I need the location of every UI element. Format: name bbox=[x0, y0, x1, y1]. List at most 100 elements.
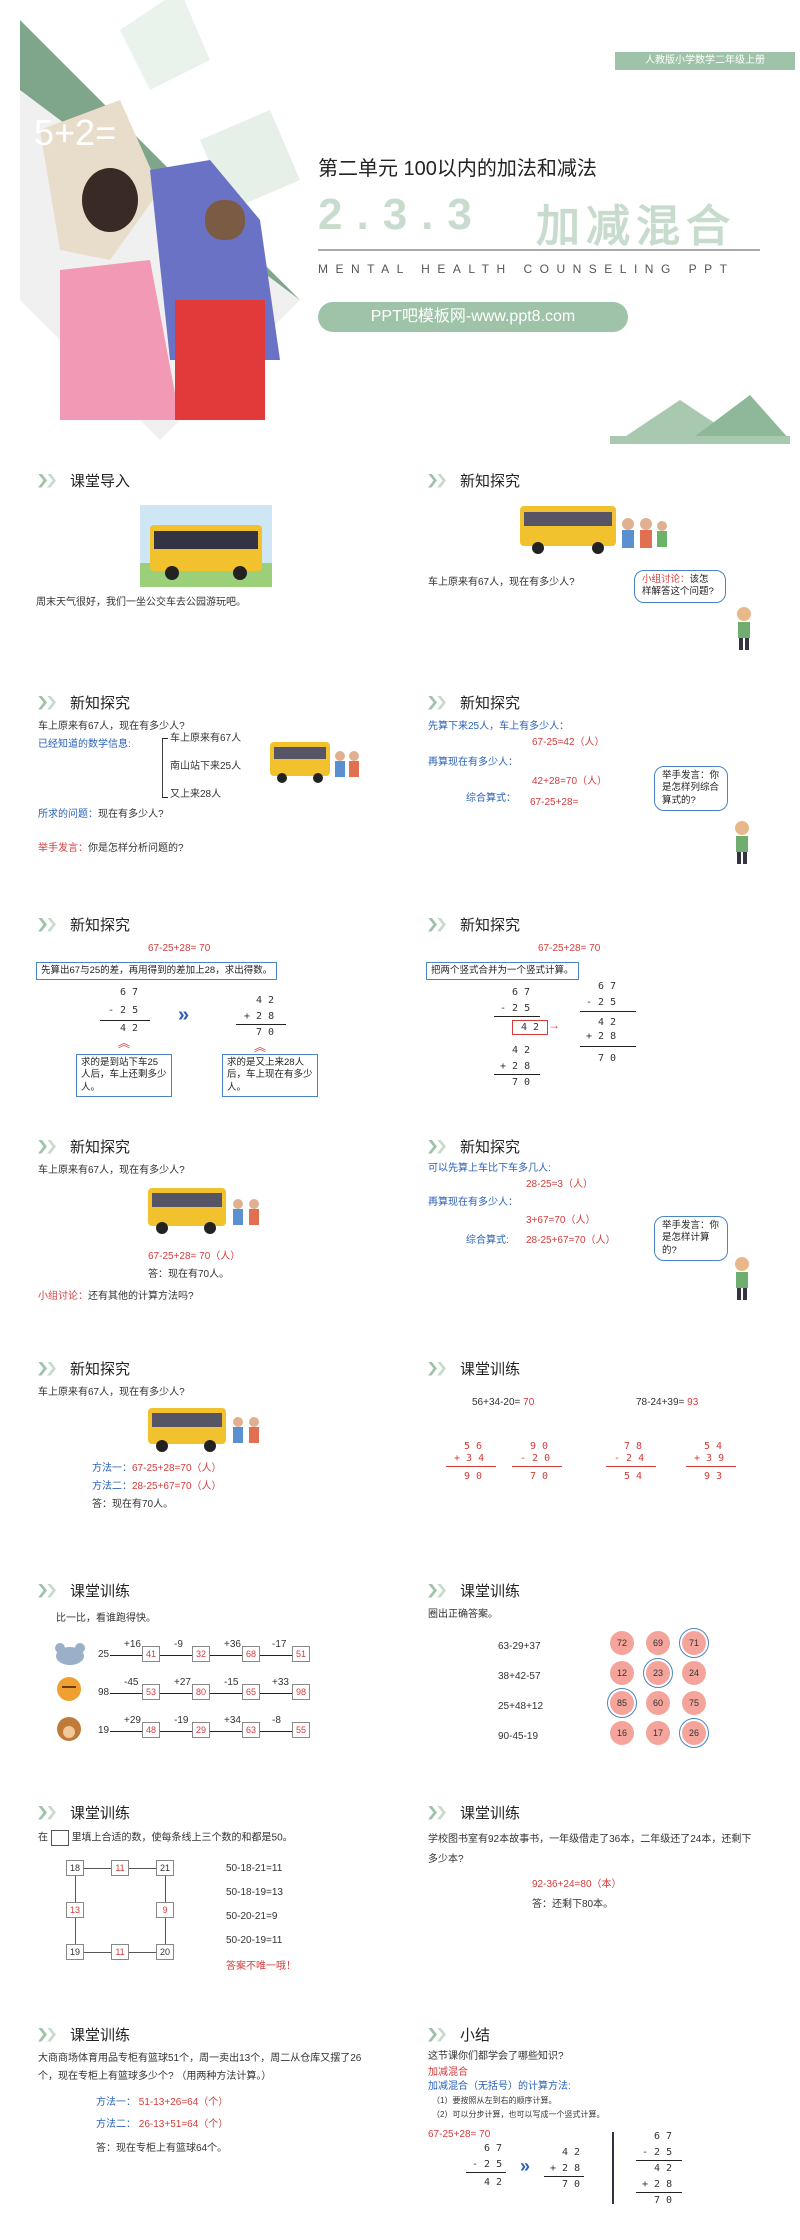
s16-equation: 67-25+28= 70 bbox=[428, 2129, 491, 2140]
s11-value[interactable]: 63 bbox=[242, 1722, 260, 1738]
s7-discussion: 小组讨论：还有其他的计算方法吗? bbox=[38, 1291, 194, 1302]
s6-l3b: 4 2 bbox=[512, 1045, 531, 1056]
s12-answer-ring bbox=[643, 1658, 673, 1688]
s16-b: + 2 8 bbox=[550, 2163, 581, 2174]
s11-value[interactable]: 80 bbox=[192, 1684, 210, 1700]
s11-op: -19 bbox=[174, 1715, 189, 1726]
s12-option[interactable]: 12 bbox=[610, 1661, 634, 1685]
s12-option[interactable]: 60 bbox=[646, 1691, 670, 1715]
site-pill[interactable]: PPT吧模板网-www.ppt8.com bbox=[318, 302, 628, 332]
s11-track bbox=[110, 1731, 310, 1732]
s12-answer-ring bbox=[679, 1718, 709, 1748]
s11-value[interactable]: 41 bbox=[142, 1646, 160, 1662]
s6-r2: - 2 5 bbox=[586, 997, 617, 1008]
arrow-icon: → bbox=[548, 1018, 560, 1032]
s5-a1: 6 7 bbox=[120, 987, 139, 998]
s11-value[interactable]: 48 bbox=[142, 1722, 160, 1738]
s10-v1-c: 9 0 bbox=[464, 1471, 483, 1482]
s11-value[interactable]: 98 bbox=[292, 1684, 310, 1700]
s10-problem-2: 78-24+39= 93 bbox=[636, 1397, 699, 1408]
s9-method-2: 方法二：28-25+67=70（人） bbox=[92, 1481, 222, 1492]
s16-b: 4 2 bbox=[562, 2147, 581, 2158]
s11-value[interactable]: 65 bbox=[242, 1684, 260, 1700]
s13-cell[interactable]: 11 bbox=[111, 1860, 129, 1876]
raise-hand-bubble: 举手发言：你是怎样计算的? bbox=[654, 1216, 728, 1262]
up-arrow-icon: ︽ bbox=[118, 1036, 131, 1050]
s6-r5: 7 0 bbox=[598, 1053, 617, 1064]
s10-v3-b: - 2 4 bbox=[614, 1453, 645, 1464]
s11-value[interactable]: 55 bbox=[292, 1722, 310, 1738]
s12-option[interactable]: 24 bbox=[682, 1661, 706, 1685]
s11-value[interactable]: 51 bbox=[292, 1646, 310, 1662]
s3-ask: 所求的问题：现在有多少人? bbox=[38, 809, 164, 820]
s4-eq2: 42+28=70（人） bbox=[532, 776, 608, 787]
chevron-icon bbox=[428, 474, 450, 488]
s10-v1-a: 5 6 bbox=[464, 1441, 483, 1452]
s11-value[interactable]: 53 bbox=[142, 1684, 160, 1700]
s11-op: +16 bbox=[124, 1639, 141, 1650]
slide-header: 新知探究 bbox=[38, 914, 130, 935]
s4-eq3: 67-25+28= bbox=[530, 797, 579, 808]
slide-header: 新知探究 bbox=[428, 692, 520, 713]
s13-cell[interactable]: 13 bbox=[66, 1902, 84, 1918]
s7-question: 车上原来有67人，现在有多少人? bbox=[38, 1165, 185, 1176]
s11-value[interactable]: 29 bbox=[192, 1722, 210, 1738]
s12-option[interactable]: 69 bbox=[646, 1631, 670, 1655]
s6-l5: 7 0 bbox=[512, 1077, 531, 1088]
slide-header: 新知探究 bbox=[38, 1358, 130, 1379]
s16-c: 7 0 bbox=[654, 2195, 673, 2206]
s5-equation: 67-25+28= 70 bbox=[148, 943, 211, 954]
s11-value[interactable]: 68 bbox=[242, 1646, 260, 1662]
s8-eq3: 28-25+67=70（人） bbox=[526, 1235, 616, 1246]
s3-bracket-bot bbox=[162, 797, 168, 798]
s16-rule-1: （1）要按照从左到右的顺序计算。 bbox=[432, 2096, 557, 2105]
s6-equation: 67-25+28= 70 bbox=[538, 943, 601, 954]
s10-v3-a: 7 8 bbox=[624, 1441, 643, 1452]
s6-l2: - 2 5 bbox=[500, 1003, 531, 1014]
s16-rule-2: （2）可以分步计算，也可以写成一个竖式计算。 bbox=[432, 2110, 605, 2119]
slide-header: 课堂训练 bbox=[38, 1802, 130, 1823]
slide-header: 新知探究 bbox=[38, 692, 130, 713]
s13-cell[interactable]: 9 bbox=[156, 1902, 174, 1918]
s12-option[interactable]: 17 bbox=[646, 1721, 670, 1745]
s11-op: +33 bbox=[272, 1677, 289, 1688]
s6-r4: + 2 8 bbox=[586, 1031, 617, 1042]
slide-header: 课堂训练 bbox=[428, 1802, 520, 1823]
s13-cell[interactable]: 11 bbox=[111, 1944, 129, 1960]
s10-problem-1: 56+34-20= 70 bbox=[472, 1397, 535, 1408]
s6-tip: 把两个竖式合并为一个竖式计算。 bbox=[426, 962, 579, 981]
teacher-figure bbox=[735, 821, 749, 864]
chevron-icon bbox=[38, 2028, 60, 2042]
s10-line bbox=[512, 1466, 562, 1467]
s13-cell: 19 bbox=[66, 1944, 84, 1960]
s5-b3: 7 0 bbox=[256, 1027, 275, 1038]
s6-line bbox=[494, 1016, 540, 1017]
chevron-icon bbox=[38, 1584, 60, 1598]
s12-option[interactable]: 72 bbox=[610, 1631, 634, 1655]
s4-eq1: 67-25=42（人） bbox=[532, 737, 605, 748]
cover-formula: 5+2= bbox=[34, 112, 117, 153]
s11-value[interactable]: 32 bbox=[192, 1646, 210, 1662]
bus-illustration bbox=[140, 505, 272, 587]
s11-op: -15 bbox=[224, 1677, 239, 1688]
s16-divider bbox=[612, 2132, 614, 2204]
chevron-icon bbox=[38, 696, 60, 710]
s12-expr: 63-29+37 bbox=[498, 1641, 541, 1652]
s7-equation: 67-25+28= 70（人） bbox=[148, 1251, 241, 1262]
s11-op: +36 bbox=[224, 1639, 241, 1650]
s12-option[interactable]: 16 bbox=[610, 1721, 634, 1745]
s12-option[interactable]: 75 bbox=[682, 1691, 706, 1715]
bus-stop-illustration bbox=[270, 742, 359, 783]
s16-line bbox=[636, 2192, 682, 2193]
s13-note: 答案不唯一哦！ bbox=[226, 1961, 296, 1972]
s16-line bbox=[636, 2160, 682, 2161]
s12-expr: 38+42-57 bbox=[498, 1671, 541, 1682]
s11-start: 19 bbox=[98, 1725, 110, 1736]
chevron-icon bbox=[428, 2028, 450, 2042]
s2-question: 车上原来有67人，现在有多少人? bbox=[428, 577, 575, 588]
blank-box bbox=[50, 1830, 69, 1846]
slide-header: 课堂训练 bbox=[38, 2024, 130, 2045]
slide-header: 新知探究 bbox=[428, 1136, 520, 1157]
s5-note-1: 求的是到站下车25人后，车上还剩多少人。 bbox=[76, 1054, 172, 1098]
s10-v4-b: + 3 9 bbox=[694, 1453, 725, 1464]
